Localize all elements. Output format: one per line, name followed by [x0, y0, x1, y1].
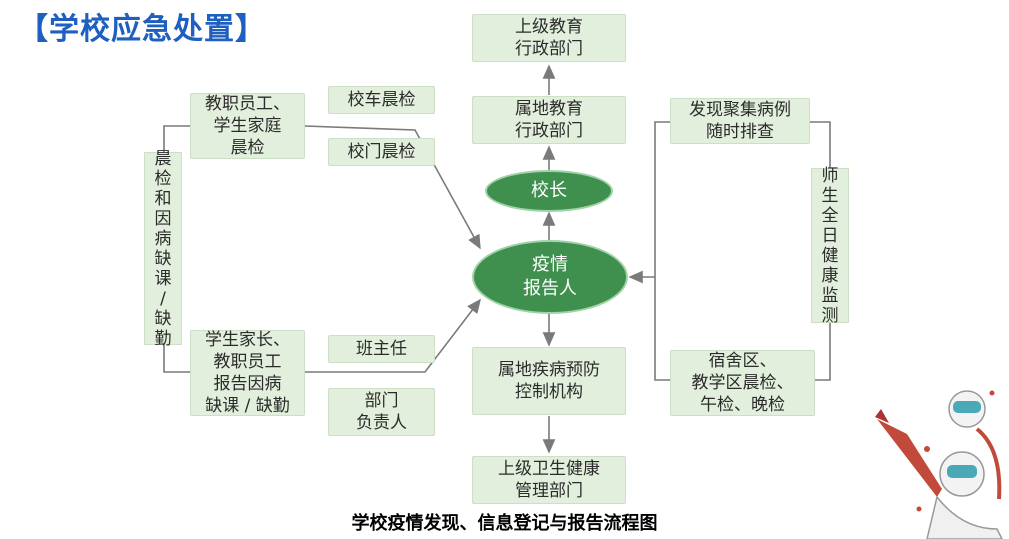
cluster-case-screening: 发现聚集病例 随时排查 [670, 98, 810, 144]
upper-education-department: 上级教育 行政部门 [472, 14, 626, 62]
head-teacher: 班主任 [328, 335, 435, 363]
department-head: 部门 负责人 [328, 388, 435, 436]
local-cdc: 属地疾病预防 控制机构 [472, 347, 626, 415]
right-vertical-text: 师生全日健康监测 [821, 165, 839, 326]
local-education-department: 属地教育 行政部门 [472, 96, 626, 144]
dorm-teaching-area-check: 宿舍区、 教学区晨检、 午检、晚检 [670, 350, 815, 416]
diagram-caption: 学校疫情发现、信息登记与报告流程图 [351, 513, 658, 534]
page-title: 【学校应急处置】 [18, 12, 266, 47]
left-vertical-label: 晨检和因病缺课/缺勤 [144, 149, 182, 349]
parents-staff-report: 学生家长、 教职员工 报告因病 缺课 / 缺勤 [190, 330, 305, 416]
medical-worker-illustration [875, 390, 1003, 539]
left-vertical-text: 晨检和因病缺课/缺勤 [154, 148, 172, 349]
right-vertical-label: 师生全日健康监测 [811, 165, 849, 326]
upper-health-department: 上级卫生健康 管理部门 [472, 456, 626, 504]
epidemic-reporter-node: 疫情 报告人 [472, 240, 628, 314]
school-gate-check: 校门晨检 [328, 138, 435, 166]
principal-node: 校长 [485, 170, 613, 212]
school-bus-check: 校车晨检 [328, 86, 435, 114]
staff-family-check: 教职员工、 学生家庭 晨检 [190, 93, 305, 159]
